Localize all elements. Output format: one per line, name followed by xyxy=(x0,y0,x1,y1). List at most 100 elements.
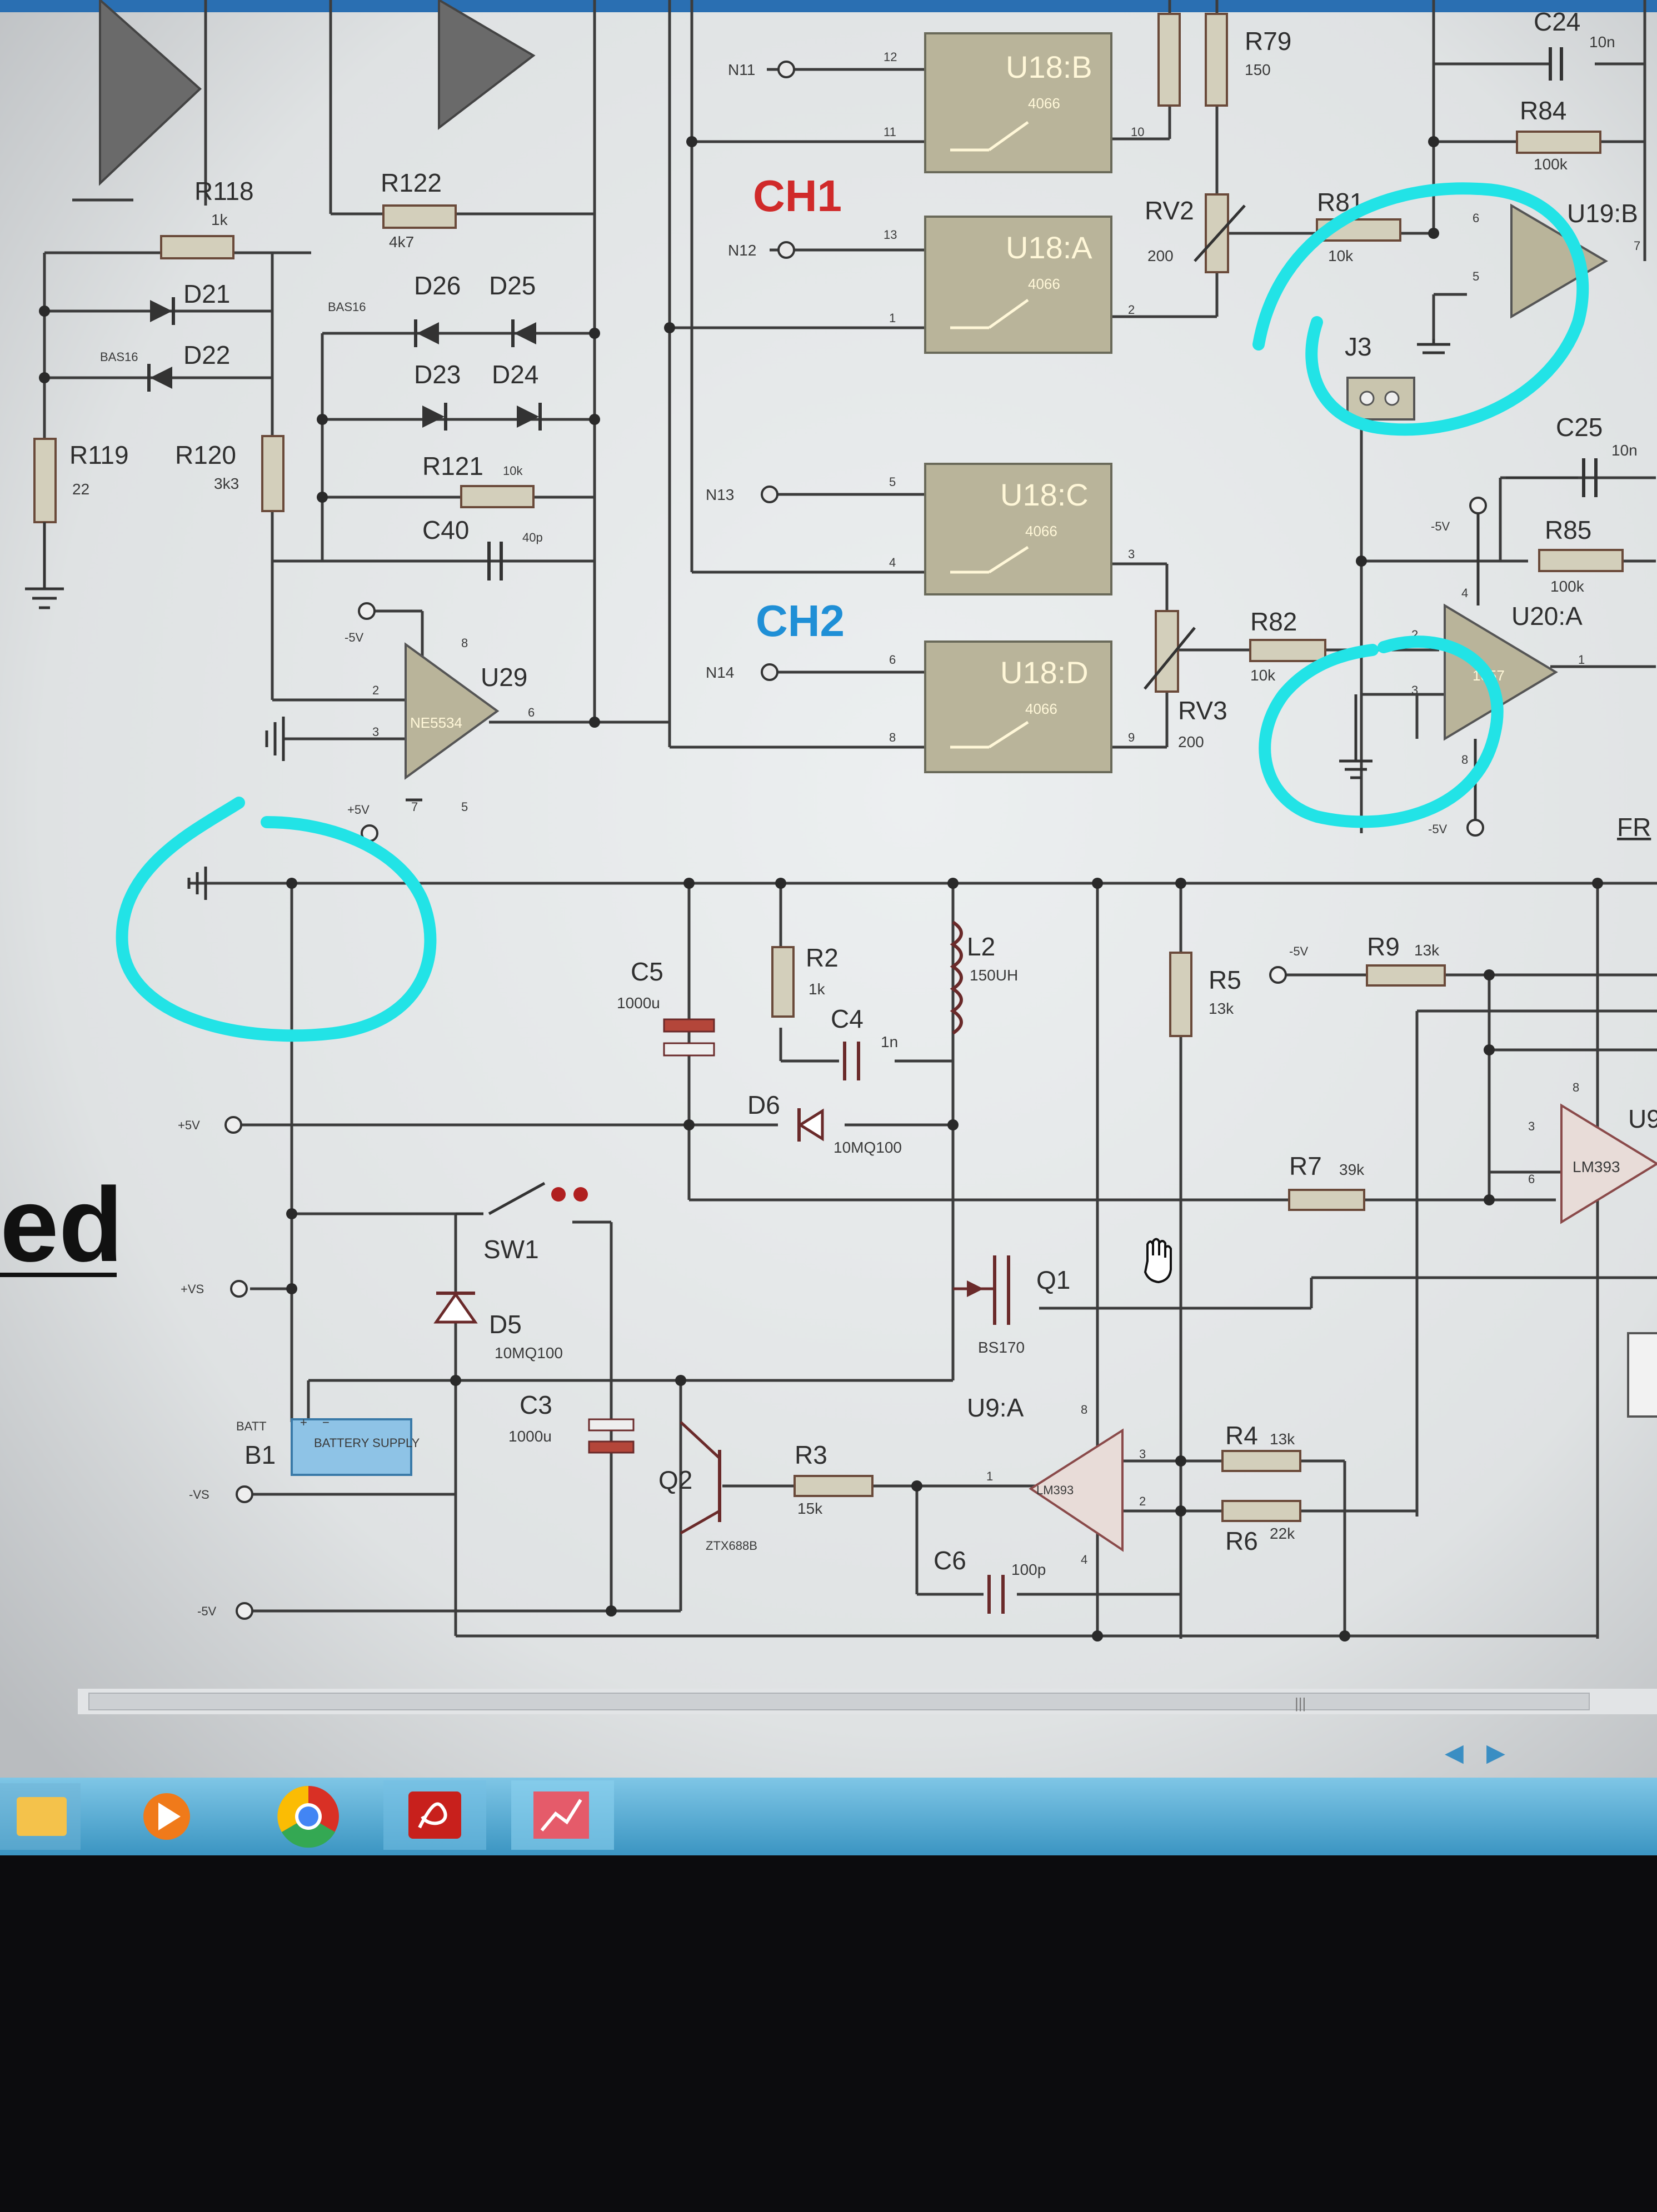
u18b-chip[interactable]: U18:B 4066 xyxy=(924,32,1112,173)
diode-d23[interactable]: D23 xyxy=(414,360,461,431)
u18c-chip[interactable]: U18:C 4066 xyxy=(924,463,1112,595)
switch-sw1[interactable]: SW1 xyxy=(456,1182,588,1264)
opamp-u20a[interactable]: U20:A 1057 23 14 8 xyxy=(1411,586,1585,767)
capacitor-c3[interactable]: C3 1000u xyxy=(508,1390,635,1454)
potentiometer-rv2[interactable]: RV2 200 xyxy=(1145,193,1246,273)
comparator-u9a[interactable]: U9:A LM393 13 28 4 xyxy=(967,1393,1146,1567)
diode-d6[interactable]: D6 10MQ100 xyxy=(747,1090,902,1156)
taskbar-item-adobe-reader[interactable] xyxy=(383,1780,486,1850)
nav-next-button[interactable]: ▶ xyxy=(1486,1739,1505,1766)
taskbar-item-media-player[interactable] xyxy=(143,1793,190,1840)
taskbar-item-chrome[interactable] xyxy=(277,1785,339,1848)
svg-text:3k3: 3k3 xyxy=(214,475,239,492)
resistor-r122[interactable]: R122 4k7 xyxy=(381,168,457,251)
potentiometer-rv3[interactable]: RV3 200 xyxy=(1144,610,1227,750)
resistor-r85[interactable]: R85 100k xyxy=(1538,516,1624,595)
ground-symbol-u19 xyxy=(1417,339,1450,354)
capacitor-c40[interactable]: C40 40p xyxy=(422,516,543,580)
taskbar-item-schematic-editor[interactable] xyxy=(511,1780,614,1850)
horizontal-scrollbar[interactable]: ||| xyxy=(78,1689,1657,1714)
svg-text:1: 1 xyxy=(986,1469,993,1483)
taskbar-item-file-explorer[interactable] xyxy=(0,1783,81,1850)
ground-symbol-u20 xyxy=(1339,694,1372,779)
svg-text:U19:B: U19:B xyxy=(1567,199,1638,228)
svg-text:39k: 39k xyxy=(1339,1161,1365,1178)
annotation-circle-left xyxy=(116,797,437,1042)
annotation-circles xyxy=(116,182,1589,1042)
resistor-r79[interactable]: R79 150 xyxy=(1157,13,1291,107)
u18a-chip[interactable]: U18:A 4066 xyxy=(924,216,1112,354)
svg-text:LM393: LM393 xyxy=(1573,1158,1620,1175)
resistor-r7[interactable]: R7 39k xyxy=(1288,1152,1365,1211)
resistor-r121[interactable]: R121 10k xyxy=(422,452,535,508)
svg-text:D21: D21 xyxy=(183,279,230,308)
resistor-r6[interactable]: R6 22k xyxy=(1221,1500,1301,1555)
svg-text:3: 3 xyxy=(1128,547,1135,561)
comparator-u9b[interactable]: LM393 U9 36 8 xyxy=(1528,1080,1657,1224)
svg-text:5: 5 xyxy=(1473,269,1479,283)
capacitor-c25[interactable]: C25 10n xyxy=(1506,413,1638,497)
opamp-u19b[interactable]: U19:B 65 7 xyxy=(1473,199,1640,319)
resistor-r9[interactable]: R9 13k xyxy=(1366,932,1446,987)
resistor-r84[interactable]: R84 100k xyxy=(1516,96,1601,173)
resistor-r119[interactable]: R119 22 xyxy=(33,438,129,523)
svg-text:2: 2 xyxy=(372,683,379,697)
svg-text:6: 6 xyxy=(1528,1172,1535,1186)
svg-text:10k: 10k xyxy=(1328,247,1354,264)
connector-j3[interactable]: J3 xyxy=(1345,332,1415,421)
capacitor-c4[interactable]: C4 1n xyxy=(831,1004,898,1080)
resistor-r5[interactable]: R5 13k xyxy=(1169,952,1241,1037)
svg-text:13k: 13k xyxy=(1270,1430,1295,1448)
nav-prev-button[interactable]: ◀ xyxy=(1445,1739,1464,1766)
u18d-chip[interactable]: U18:D 4066 xyxy=(924,640,1112,773)
svg-text:1000u: 1000u xyxy=(617,994,660,1012)
svg-text:J3: J3 xyxy=(1345,332,1372,361)
svg-text:R120: R120 xyxy=(175,441,236,469)
diode-d22[interactable]: D22 BAS16 xyxy=(100,341,230,392)
svg-text:4066: 4066 xyxy=(1028,95,1060,112)
svg-text:R2: R2 xyxy=(806,943,839,972)
svg-text:ZTX688B: ZTX688B xyxy=(706,1539,757,1553)
supply-ports-u29: -5V +5V xyxy=(345,602,422,842)
supply-port-neg5v-u20: -5V -5V FR xyxy=(1428,497,1651,842)
svg-text:13k: 13k xyxy=(1209,1000,1234,1017)
mosfet-q1[interactable]: Q1 BS170 xyxy=(953,1255,1070,1356)
svg-text:7: 7 xyxy=(1634,239,1640,253)
resistor-r3[interactable]: R3 15k xyxy=(793,1440,874,1517)
resistor-r4[interactable]: R4 13k xyxy=(1221,1421,1301,1472)
opamp-u29[interactable]: U29 NE5534 23 67 58 xyxy=(372,636,535,814)
resistor-r2[interactable]: R2 1k xyxy=(771,943,839,1018)
svg-text:10n: 10n xyxy=(1611,442,1638,459)
inductor-l2[interactable]: L2 150UH xyxy=(950,920,1018,1035)
svg-text:2: 2 xyxy=(1139,1494,1146,1508)
svg-text:B1: B1 xyxy=(244,1440,276,1469)
capacitor-c5[interactable]: C5 1000u xyxy=(617,957,715,1057)
svg-text:15k: 15k xyxy=(797,1500,823,1517)
diode-d24[interactable]: D24 xyxy=(492,360,542,431)
svg-text:+5V: +5V xyxy=(178,1118,200,1132)
svg-text:BATT: BATT xyxy=(236,1419,267,1433)
capacitor-c24[interactable]: C24 10n xyxy=(1534,7,1615,81)
svg-text:C24: C24 xyxy=(1534,7,1580,36)
supply-port-pos5v: +5V xyxy=(178,1116,242,1134)
diode-d21[interactable]: D21 xyxy=(150,279,230,325)
scrollbar-grip: ||| xyxy=(1295,1695,1306,1711)
resistor-r118[interactable]: R118 1k xyxy=(160,177,254,259)
supply-ports-vs: +VS -VS -5V xyxy=(181,1280,253,1620)
svg-text:10n: 10n xyxy=(1589,33,1615,51)
svg-text:R118: R118 xyxy=(194,177,254,206)
svg-text:100p: 100p xyxy=(1011,1561,1046,1578)
transistor-q2[interactable]: Q2 ZTX688B xyxy=(658,1421,757,1553)
diode-d25[interactable]: D25 xyxy=(489,271,536,347)
u18d-label: U18:D xyxy=(1000,655,1089,690)
svg-text:-VS: -VS xyxy=(189,1488,209,1502)
resistor-r82[interactable]: R82 10k xyxy=(1249,607,1326,684)
svg-text:SW1: SW1 xyxy=(483,1235,539,1264)
svg-text:NE5534: NE5534 xyxy=(410,714,462,731)
battery-b1[interactable]: BATTERY SUPPLY B1 BATT + − xyxy=(236,1415,420,1476)
svg-text:2: 2 xyxy=(1128,303,1135,317)
capacitor-c6[interactable]: C6 100p xyxy=(934,1546,1046,1614)
diode-d26[interactable]: D26 BAS16 xyxy=(328,271,461,347)
resistor-r120[interactable]: R120 3k3 xyxy=(175,435,285,512)
diode-d5[interactable]: D5 10MQ100 xyxy=(433,1292,563,1362)
